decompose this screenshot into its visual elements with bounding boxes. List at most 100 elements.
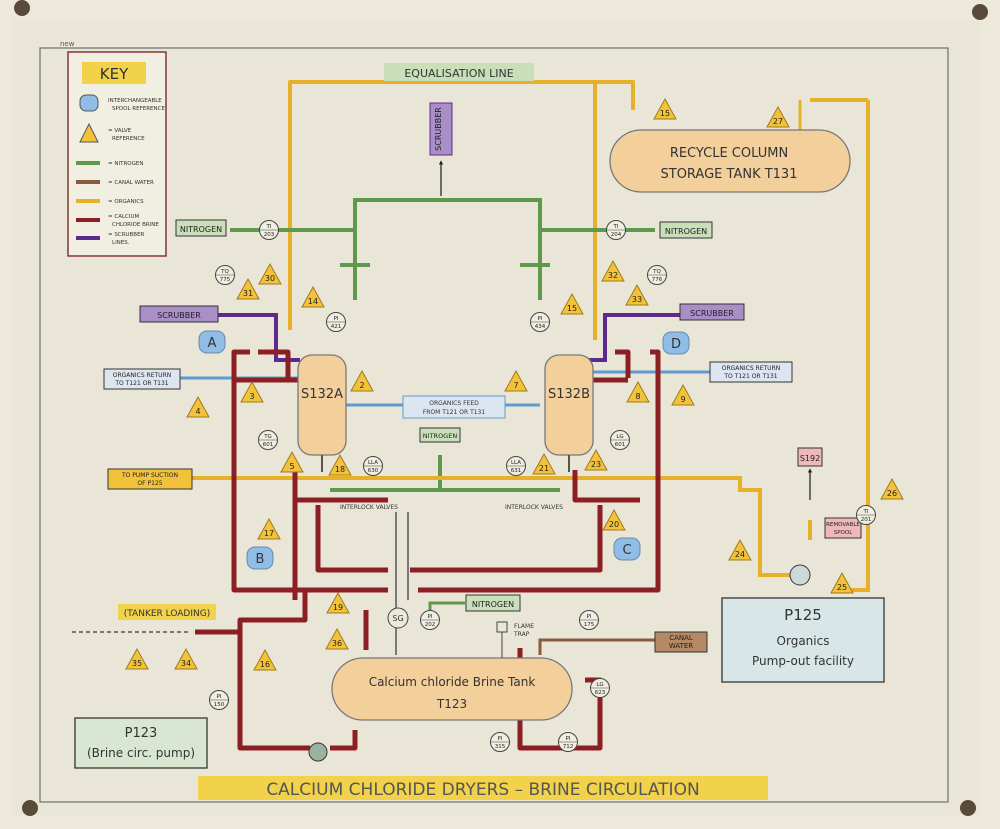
p125-line-2: Pump-out facility [752, 654, 854, 668]
key-item-label: = CANAL WATER [108, 180, 154, 186]
recycle-storage-tank-t131: RECYCLE COLUMN STORAGE TANK T131 [609, 129, 851, 193]
flame-trap: FLAME TRAP [496, 621, 534, 658]
valve-ref-32: 32 [601, 259, 625, 282]
org-return-right-1: ORGANICS RETURN [722, 365, 780, 372]
organics-pump-lines [192, 476, 812, 577]
svg-text:24: 24 [735, 550, 745, 559]
removable-spool-1: REMOVABLE [826, 522, 860, 528]
svg-text:434: 434 [535, 324, 546, 330]
svg-text:601: 601 [263, 442, 274, 448]
dryer-a-label: S132A [301, 387, 343, 402]
svg-text:35: 35 [132, 659, 142, 668]
spool-b: B [246, 546, 274, 570]
svg-text:PI: PI [498, 736, 503, 742]
valve-ref-30: 30 [258, 262, 282, 285]
scrubber-right-tag: SCRUBBER [690, 309, 734, 318]
tanker-loading-label: (TANKER LOADING) [124, 609, 210, 619]
valve-ref-16: 16 [253, 648, 277, 671]
organics-feed-label-2: FROM T121 OR T131 [423, 409, 486, 416]
key-item-4: = CANAL WATER [76, 180, 154, 186]
svg-text:623: 623 [595, 690, 606, 696]
valve-ref-33: 33 [625, 283, 649, 306]
valve-ref-24: 24 [728, 538, 752, 561]
spool-swatch [79, 94, 99, 112]
svg-text:631: 631 [511, 468, 522, 474]
svg-text:421: 421 [331, 324, 342, 330]
svg-text:17: 17 [264, 529, 274, 538]
svg-text:5: 5 [289, 462, 294, 471]
valve-ref-4: 4 [186, 395, 210, 418]
tanker-loading-line: (TANKER LOADING) [72, 604, 216, 633]
valve-ref-21: 21 [532, 452, 556, 475]
svg-text:23: 23 [591, 460, 601, 469]
svg-text:LLA: LLA [511, 460, 521, 466]
dryer-b-label: S132B [548, 387, 590, 402]
p123-pump [308, 742, 328, 762]
key-item-label: = VALVE [108, 128, 132, 134]
svg-text:PI: PI [538, 316, 543, 322]
canal-water-line [538, 638, 655, 655]
pin-bottom-left [22, 800, 38, 816]
spool-a: A [198, 330, 226, 354]
svg-text:TI: TI [266, 224, 272, 230]
key-item-label: = ORGANICS [108, 199, 144, 205]
equalisation-label: EQUALISATION LINE [404, 67, 513, 80]
key-item-label-2: REFERENCE [112, 136, 145, 142]
spool-c: C [613, 537, 641, 561]
flame-trap-label-1: FLAME [514, 623, 534, 630]
brine-tank-label-1: Calcium chloride Brine Tank [369, 675, 536, 689]
valve-ref-20: 20 [602, 508, 626, 531]
brine-tank-label-2: T123 [436, 697, 467, 711]
svg-text:4: 4 [195, 407, 200, 416]
svg-text:36: 36 [332, 639, 342, 648]
corner-note: new [60, 40, 75, 48]
svg-text:202: 202 [425, 622, 436, 628]
svg-text:TQ: TQ [220, 269, 229, 275]
svg-text:TQ: TQ [652, 269, 661, 275]
svg-text:TI: TI [613, 224, 619, 230]
pin-top-left [14, 0, 30, 16]
valve-ref-19: 19 [326, 591, 350, 614]
svg-text:630: 630 [368, 468, 379, 474]
key-heading: KEY [100, 65, 129, 83]
spool-d: D [662, 331, 690, 355]
p125-line-1: Organics [777, 634, 830, 648]
dryer-s132b: S132B [544, 354, 594, 472]
instrument-bubbles: TI203TI204TQ775TQ776PI421PI434TG601LG601… [209, 220, 876, 752]
svg-text:20: 20 [609, 520, 619, 529]
svg-text:203: 203 [264, 232, 275, 238]
nitrogen-left-tag: NITROGEN [180, 225, 222, 234]
svg-text:14: 14 [308, 297, 318, 306]
svg-text:PI: PI [566, 736, 571, 742]
svg-text:LG: LG [616, 434, 623, 440]
svg-text:204: 204 [611, 232, 622, 238]
svg-text:30: 30 [265, 274, 275, 283]
key-item-label: = SCRUBBER [108, 232, 145, 238]
p125-title: P125 [784, 606, 822, 624]
valve-ref-26: 26 [880, 477, 904, 500]
svg-text:25: 25 [837, 583, 847, 592]
key-item-5: = ORGANICS [76, 199, 144, 205]
svg-text:9: 9 [680, 395, 685, 404]
instrument-tq-775: TQ 775 [215, 265, 235, 285]
svg-text:775: 775 [220, 277, 231, 283]
svg-text:LLA: LLA [368, 460, 378, 466]
scrubber-left-tag: SCRUBBER [157, 311, 201, 320]
p123-line-1: (Brine circ. pump) [87, 746, 195, 760]
svg-text:A: A [208, 336, 217, 351]
valve-ref-17: 17 [257, 517, 281, 540]
svg-text:PI: PI [587, 614, 592, 620]
valve-ref-27: 27 [766, 105, 790, 128]
valve-ref-5: 5 [280, 450, 304, 473]
svg-text:32: 32 [608, 271, 618, 280]
spool-references: A B C D [198, 330, 690, 570]
line-tags: NITROGEN NITROGEN NITROGEN NITROGEN SCRU… [103, 219, 862, 653]
